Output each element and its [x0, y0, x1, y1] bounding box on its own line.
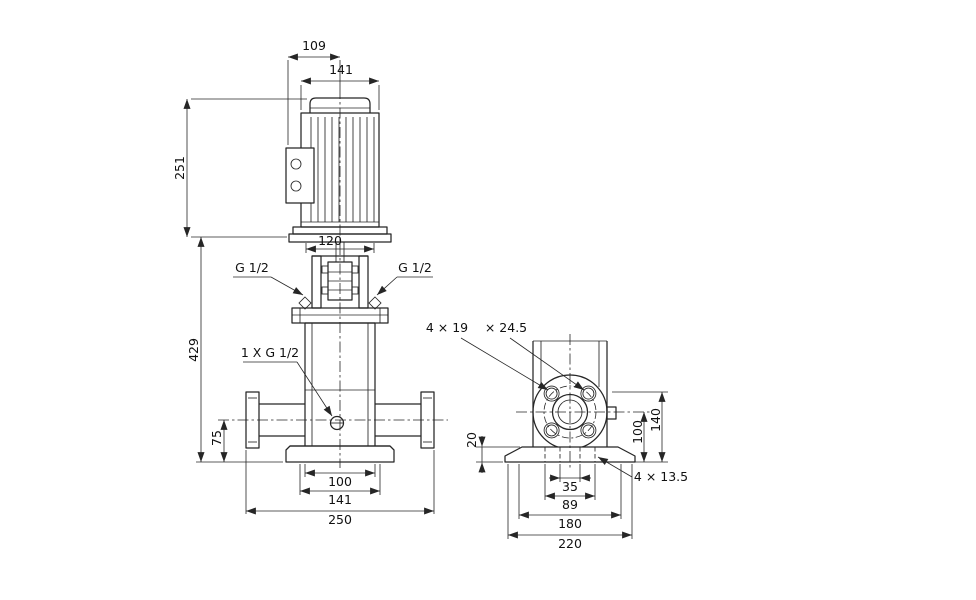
base-dimensions: 4 × 19 × 24.5 20 100 140 4 × 13.5: [426, 320, 688, 551]
front-view: 109 141 251 120 G 1/2 G 1/2: [172, 38, 448, 527]
gauge-plug-right: [368, 296, 382, 310]
flange-counterbore-label: × 24.5: [485, 320, 527, 335]
base-holes-label: 4 × 13.5: [634, 469, 688, 484]
gauge-plug-left: [298, 296, 312, 310]
dim-20-label: 20: [464, 432, 479, 448]
base-plate-slot-hidden-lines: [544, 447, 596, 462]
pump-column: [532, 340, 617, 447]
dim-120-label: 120: [318, 233, 342, 248]
dim-140-label: 140: [648, 408, 663, 432]
dim-109-label: 109: [302, 38, 326, 53]
dim-429-label: 429: [186, 338, 201, 362]
dim-35-label: 35: [562, 479, 578, 494]
motor-cooling-fins: [310, 117, 375, 222]
base-view: 4 × 19 × 24.5 20 100 140 4 × 13.5: [426, 320, 688, 551]
dim-75-label: 75: [209, 430, 224, 446]
flange-holes-label: 4 × 19: [426, 320, 468, 335]
pump-body: [245, 296, 435, 463]
terminal-box: [285, 147, 315, 204]
cable-gland-top: [290, 158, 302, 170]
front-dimensions: 109 141 251 120 G 1/2 G 1/2: [172, 38, 435, 527]
cable-gland-bottom: [290, 180, 302, 192]
drain-port-label: 1 X G 1/2: [241, 345, 299, 360]
port-g12-right-label: G 1/2: [398, 260, 432, 275]
dim-220-label: 220: [558, 536, 582, 551]
dim-251-label: 251: [172, 156, 187, 180]
side-plug: [606, 406, 617, 420]
dim-180-label: 180: [558, 516, 582, 531]
dim-89-label: 89: [562, 497, 578, 512]
motor-outline: [285, 97, 380, 228]
dim-100-right-label: 100: [630, 420, 645, 444]
dim-motor-width-label: 141: [329, 62, 353, 77]
dim-141-label: 141: [328, 492, 352, 507]
port-g12-left-label: G 1/2: [235, 260, 269, 275]
drain-plug: [329, 415, 345, 431]
dim-250-label: 250: [328, 512, 352, 527]
flange-bolt-holes: [543, 385, 597, 439]
dim-100-label: 100: [328, 474, 352, 489]
